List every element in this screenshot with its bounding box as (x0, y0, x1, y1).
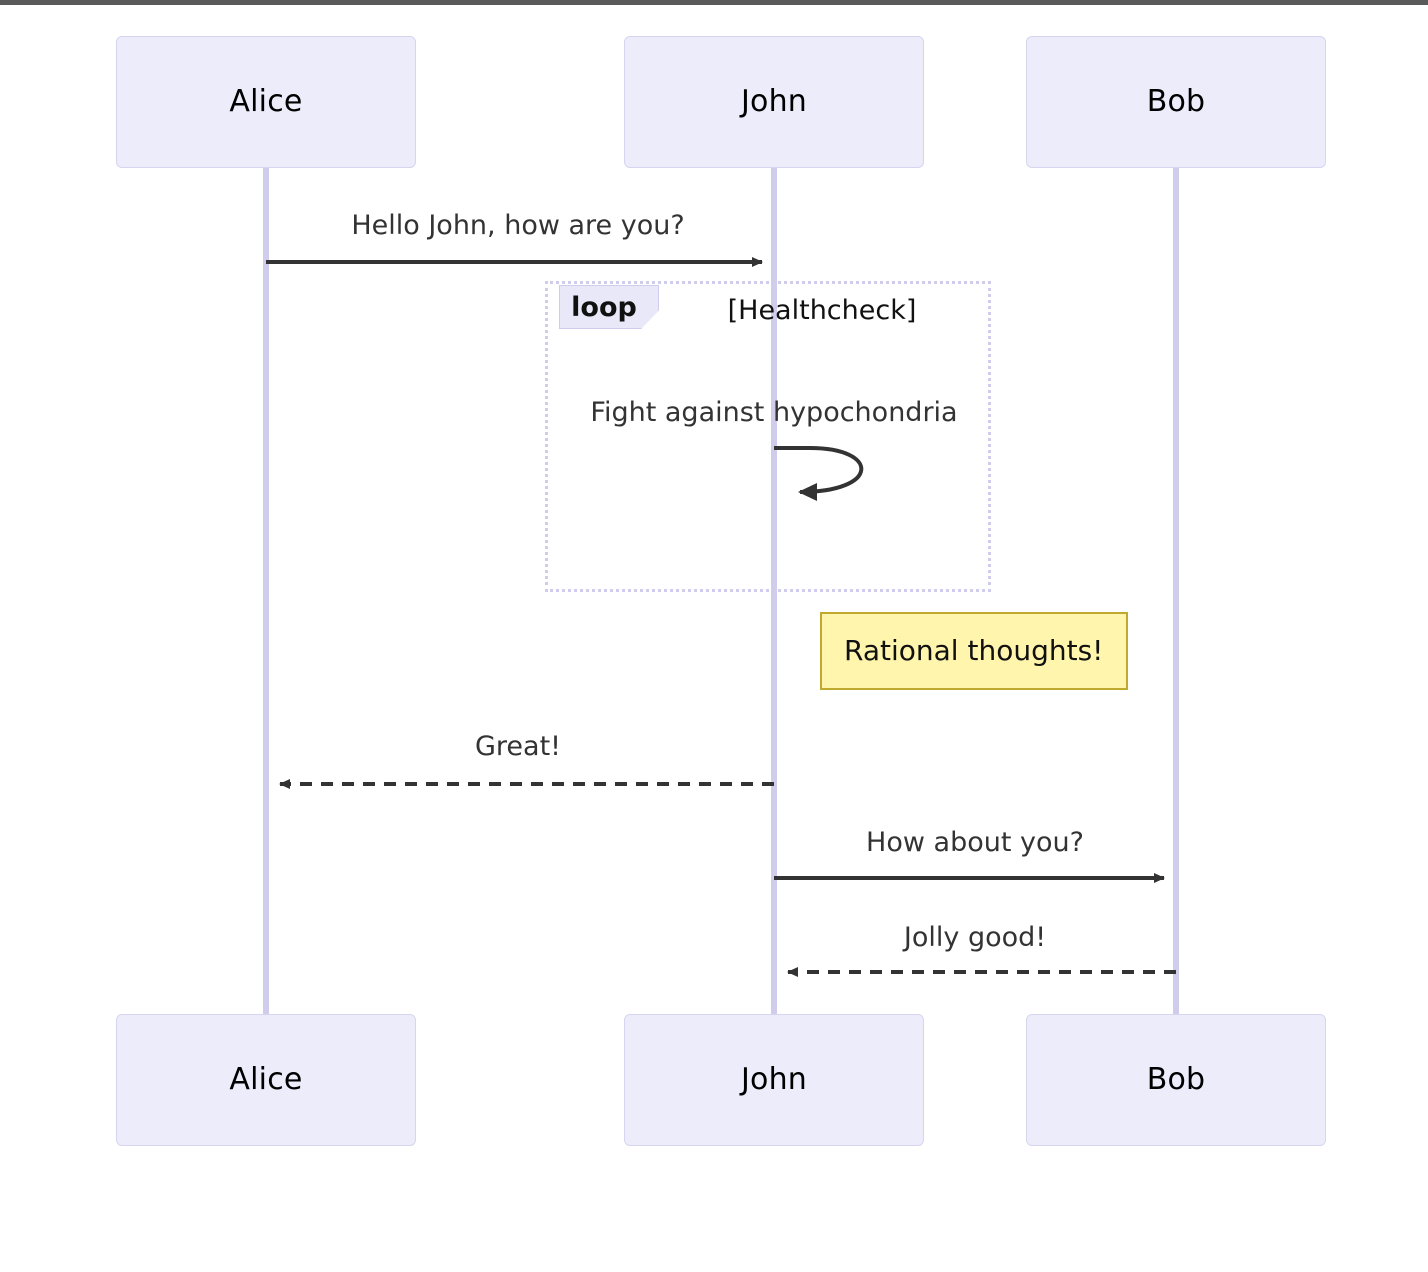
top-window-bar (0, 0, 1428, 5)
loop-title-label: [Healthcheck] (727, 295, 917, 326)
loop-frame (545, 281, 991, 592)
actor-box-john-bottom[interactable]: John (624, 1014, 924, 1146)
actor-box-alice-top[interactable]: Alice (116, 36, 416, 168)
message-label-2: Great! (475, 731, 561, 762)
loop-tag: loop (559, 285, 659, 329)
actor-box-bob-top[interactable]: Bob (1026, 36, 1326, 168)
actor-label-john-bottom: John (740, 1062, 808, 1097)
note-label: Rational thoughts! (844, 634, 1104, 667)
loop-tag-label: loop (571, 291, 637, 323)
self-loop-arrow (774, 446, 864, 501)
actor-label-alice-top: Alice (229, 84, 303, 119)
actor-label-alice-bottom: Alice (229, 1062, 303, 1097)
actor-box-bob-bottom[interactable]: Bob (1026, 1014, 1326, 1146)
actor-box-john-top[interactable]: John (624, 36, 924, 168)
message-label-3: How about you? (866, 827, 1084, 858)
actor-box-alice-bottom[interactable]: Alice (116, 1014, 416, 1146)
actor-label-bob-top: Bob (1146, 84, 1206, 119)
note-rational-thoughts: Rational thoughts! (820, 612, 1128, 690)
message-label-1: Hello John, how are you? (351, 210, 685, 241)
actor-label-john-top: John (740, 84, 808, 119)
actor-label-bob-bottom: Bob (1146, 1062, 1206, 1097)
message-label-4: Jolly good! (903, 922, 1047, 953)
self-message-label: Fight against hypochondria (590, 397, 958, 428)
